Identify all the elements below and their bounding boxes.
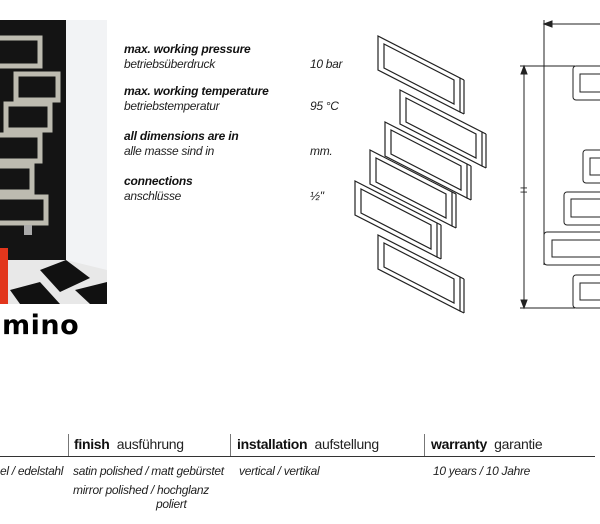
cell-finish-3: poliert bbox=[156, 497, 187, 511]
isometric-drawing bbox=[354, 35, 487, 314]
header-warranty: warranty garantie bbox=[431, 436, 543, 452]
spec-dimensions-label-de: alle masse sind in bbox=[124, 144, 214, 158]
spec-connections-label-de: anschlüsse bbox=[124, 189, 182, 203]
cell-finish-1: satin polished / matt gebürstet bbox=[73, 464, 224, 478]
product-photo bbox=[0, 20, 107, 304]
spec-temperature-label-en: max. working temperature bbox=[124, 84, 269, 98]
front-view-drawing: H bbox=[519, 20, 600, 310]
spec-pressure-label-de: betriebsüberdruck bbox=[124, 57, 215, 71]
spec-connections-value: ½" bbox=[310, 189, 324, 203]
cell-material: el / edelstahl bbox=[0, 464, 64, 478]
spec-connections-label-en: connections bbox=[124, 174, 193, 188]
spec-pressure-label-en: max. working pressure bbox=[124, 42, 251, 56]
cell-warranty: 10 years / 10 Jahre bbox=[433, 464, 531, 478]
cell-finish-2: mirror polished / hochglanz bbox=[73, 483, 209, 497]
header-installation: installation aufstellung bbox=[237, 436, 379, 452]
spec-dimensions-label-en: all dimensions are in bbox=[124, 129, 239, 143]
cell-installation: vertical / vertikal bbox=[239, 464, 320, 478]
spec-temperature-label-de: betriebstemperatur bbox=[124, 99, 220, 113]
product-name: mino bbox=[2, 310, 80, 341]
table-header-divider bbox=[0, 456, 595, 457]
height-dimension-label: H bbox=[519, 187, 529, 194]
header-finish: finish ausführung bbox=[74, 436, 184, 452]
spec-dimensions-value: mm. bbox=[310, 144, 333, 158]
spec-temperature-value: 95 °C bbox=[310, 99, 339, 113]
spec-pressure-value: 10 bar bbox=[310, 57, 343, 71]
